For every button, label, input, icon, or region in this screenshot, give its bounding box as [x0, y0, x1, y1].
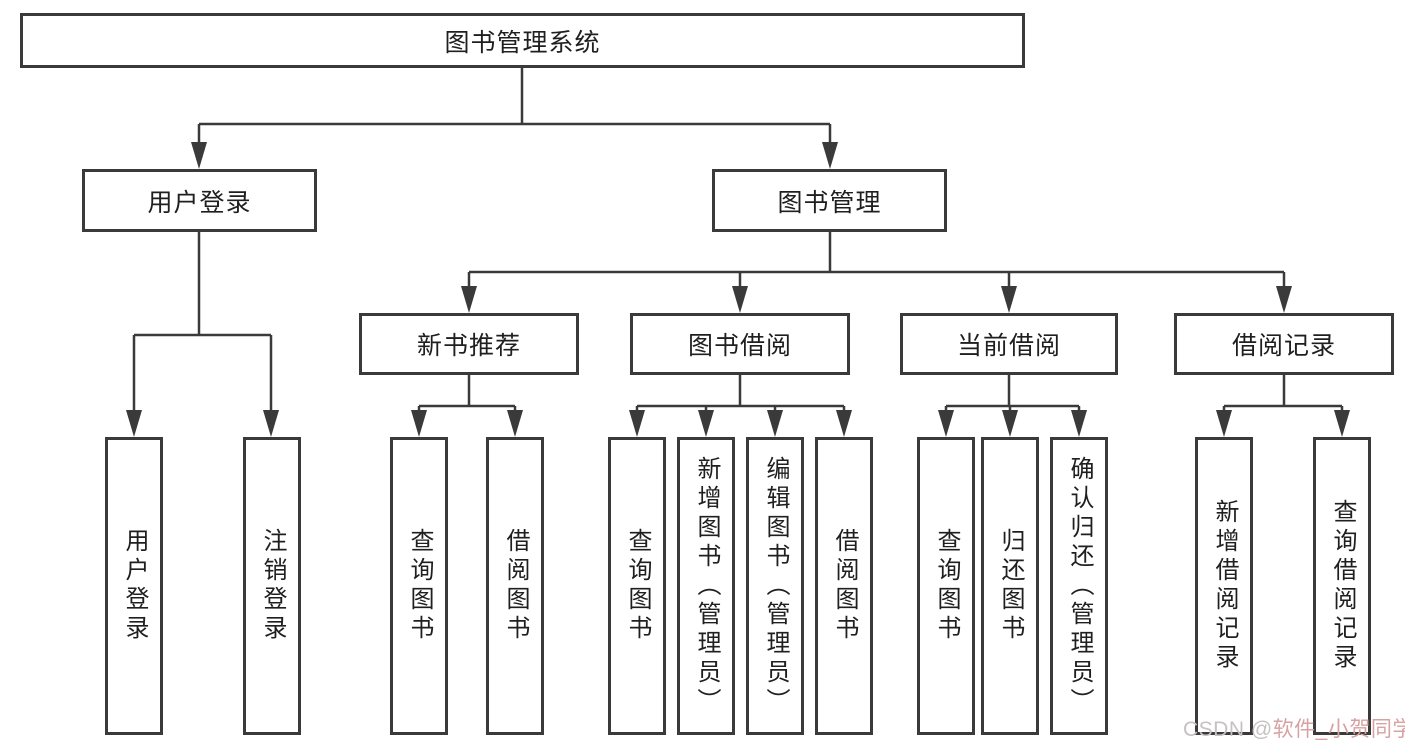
- arrowhead: [698, 410, 714, 437]
- connector-root: [197, 68, 832, 146]
- leaf-logout: 注销登录: [243, 437, 301, 735]
- arrowhead: [1001, 286, 1017, 313]
- leaf-record-query-label: 查询借阅记录: [1329, 499, 1356, 673]
- leaf-record-add-label: 新增借阅记录: [1211, 499, 1238, 673]
- connector-record: [1222, 375, 1344, 414]
- node-root-system: 图书管理系统: [20, 13, 1025, 68]
- arrowhead: [1276, 286, 1292, 313]
- leaf-borrow-query-label: 查询图书: [624, 528, 651, 644]
- connector-current: [944, 375, 1081, 414]
- leaf-current-return: 归还图书: [981, 437, 1039, 735]
- leaf-user-login: 用户登录: [105, 437, 163, 735]
- leaf-newbook-query: 查询图书: [390, 437, 448, 735]
- connector-user-login: [132, 232, 273, 412]
- node-new-book: 新书推荐: [359, 313, 579, 375]
- arrowhead: [263, 410, 279, 437]
- node-record: 借阅记录: [1174, 313, 1394, 375]
- node-book-mgmt: 图书管理: [712, 169, 947, 232]
- node-new-book-label: 新书推荐: [416, 332, 521, 360]
- arrowhead: [767, 410, 783, 437]
- arrowhead: [1071, 410, 1087, 437]
- leaf-current-confirm: 确认归还（管理员）: [1050, 437, 1108, 735]
- leaf-borrow-borrow-label: 借阅图书: [831, 528, 858, 644]
- node-borrow-label: 图书借阅: [687, 332, 792, 360]
- leaf-logout-label: 注销登录: [259, 528, 286, 644]
- leaf-borrow-borrow: 借阅图书: [815, 437, 873, 735]
- arrowhead: [629, 410, 645, 437]
- leaf-user-login-label: 用户登录: [121, 528, 148, 644]
- watermark-prefix: CSDN @: [1183, 718, 1273, 741]
- leaf-current-confirm-label: 确认归还（管理员）: [1066, 455, 1093, 717]
- node-borrow: 图书借阅: [630, 313, 850, 375]
- leaf-borrow-query: 查询图书: [608, 437, 666, 735]
- leaf-newbook-query-label: 查询图书: [406, 528, 433, 644]
- node-book-mgmt-label: 图书管理: [777, 188, 882, 217]
- arrowhead: [411, 410, 427, 437]
- connector-book-mgmt: [467, 232, 1286, 288]
- leaf-borrow-add: 新增图书（管理员）: [677, 437, 735, 735]
- node-user-login: 用户登录: [82, 169, 317, 232]
- leaf-record-add: 新增借阅记录: [1195, 437, 1253, 735]
- arrowhead: [822, 142, 838, 169]
- leaf-record-query: 查询借阅记录: [1313, 437, 1371, 735]
- leaf-newbook-borrow-label: 借阅图书: [502, 528, 529, 644]
- leaf-newbook-borrow: 借阅图书: [486, 437, 544, 735]
- connector-borrow: [635, 375, 846, 414]
- leaf-borrow-add-label: 新增图书（管理员）: [693, 455, 720, 717]
- arrowhead: [126, 410, 142, 437]
- leaf-borrow-edit-label: 编辑图书（管理员）: [762, 455, 789, 717]
- node-current: 当前借阅: [900, 313, 1118, 375]
- csdn-watermark: CSDN @软件_小贺同学: [1183, 713, 1405, 743]
- leaf-current-query-label: 查询图书: [933, 528, 960, 644]
- arrowhead: [836, 410, 852, 437]
- arrowhead: [191, 142, 207, 169]
- connector-new-book: [417, 375, 517, 414]
- node-user-login-label: 用户登录: [147, 188, 252, 217]
- arrowhead: [1216, 410, 1232, 437]
- leaf-borrow-edit: 编辑图书（管理员）: [746, 437, 804, 735]
- arrowhead: [1002, 410, 1018, 437]
- arrowhead: [732, 286, 748, 313]
- node-root-label: 图书管理系统: [444, 28, 601, 57]
- node-record-label: 借阅记录: [1231, 332, 1336, 360]
- arrowhead: [461, 286, 477, 313]
- node-current-label: 当前借阅: [956, 332, 1061, 360]
- arrowhead: [507, 410, 523, 437]
- leaf-current-return-label: 归还图书: [997, 528, 1024, 644]
- watermark-name: 软件_小贺同学: [1272, 718, 1405, 741]
- arrowhead: [938, 410, 954, 437]
- leaf-current-query: 查询图书: [917, 437, 975, 735]
- arrowhead: [1334, 410, 1350, 437]
